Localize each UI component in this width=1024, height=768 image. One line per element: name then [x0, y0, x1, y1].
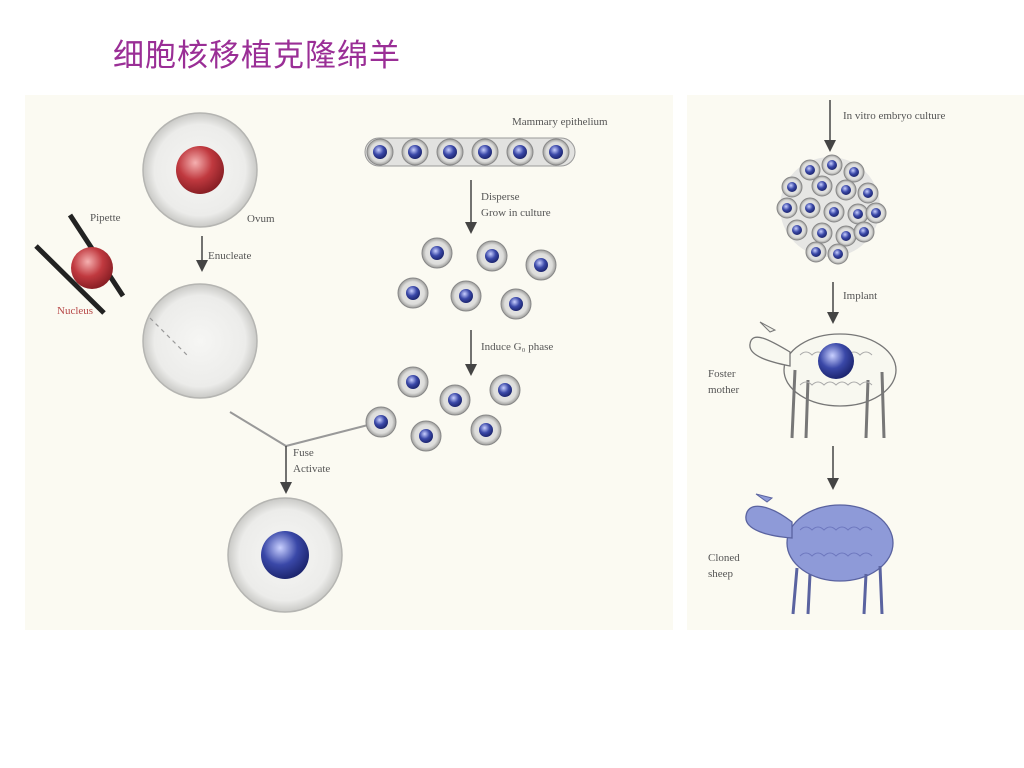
ovum-label: Ovum [247, 213, 275, 225]
reconstructed-egg [227, 497, 343, 613]
foster-label-1: Foster [708, 368, 736, 380]
foster-label-2: mother [708, 384, 739, 396]
activate-label: Activate [293, 463, 330, 475]
ovum-cell [142, 112, 258, 228]
pipette-icon [34, 213, 126, 315]
fuse-lines [229, 411, 373, 448]
cloned-label-1: Cloned [708, 552, 740, 564]
dispersed-cells [397, 237, 557, 320]
pipette-label: Pipette [90, 212, 121, 224]
induce-label: Induce G₀ phase [481, 341, 553, 353]
mammary-epithelium-row [364, 137, 576, 167]
left-diagram-panel [25, 95, 673, 630]
mammary-label: Mammary epithelium [512, 116, 608, 128]
cloned-label-2: sheep [708, 568, 734, 580]
enucleate-label: Enucleate [208, 250, 251, 262]
grow-label: Grow in culture [481, 207, 551, 219]
embryo-cluster [776, 154, 887, 265]
implant-label: Implant [843, 290, 877, 302]
foster-mother-sheep [749, 321, 897, 439]
nucleus-label: Nucleus [57, 305, 93, 317]
in-vitro-label: In vitro embryo culture [843, 110, 945, 122]
disperse-label: Disperse [481, 191, 520, 203]
enucleated-ovum [142, 283, 258, 399]
slide-title: 细胞核移植克隆绵羊 [113, 38, 401, 74]
fuse-label: Fuse [293, 447, 314, 459]
cloned-sheep [745, 493, 894, 615]
g0-phase-cells [365, 366, 521, 452]
